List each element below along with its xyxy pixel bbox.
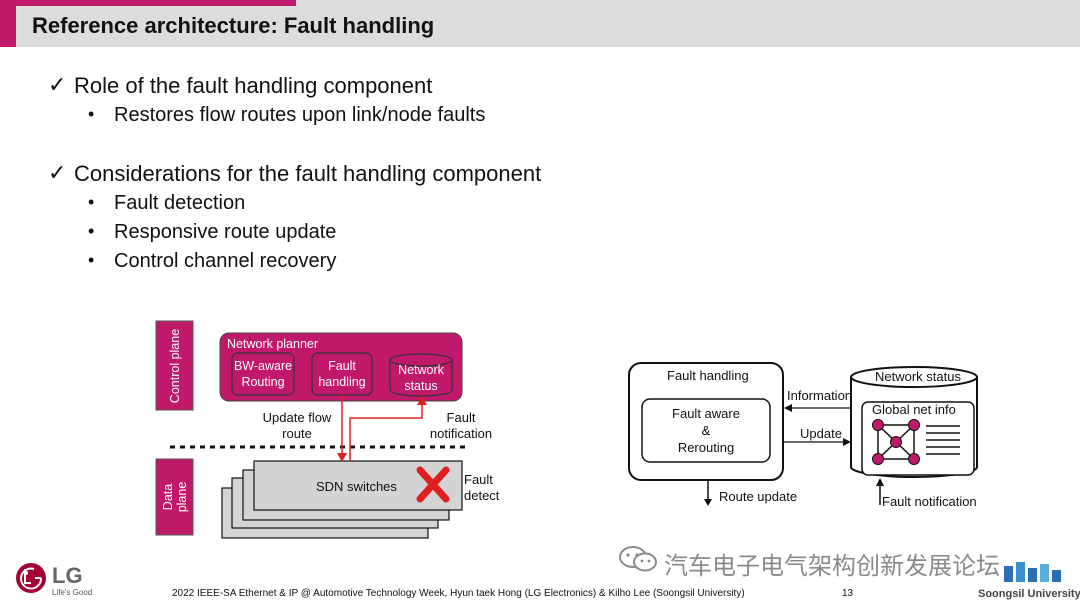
slide-title: Reference architecture: Fault handling — [32, 13, 435, 38]
section-heading: Role of the fault handling component — [74, 73, 433, 98]
network-planner-label: Network planner — [227, 337, 319, 351]
wechat-logo-icon — [619, 546, 657, 572]
data-plane-box — [155, 458, 194, 536]
bullet-icon: • — [88, 221, 95, 241]
bullet-item: Control channel recovery — [114, 250, 337, 272]
sdn-switches-box — [253, 460, 463, 511]
control-plane-box — [155, 320, 194, 411]
bullet-icon: • — [88, 192, 95, 212]
ampersand-label: & — [701, 423, 711, 438]
network-graph-icon — [872, 419, 920, 465]
fault-aware-rerouting-box — [641, 398, 771, 463]
data-plane-label: Data plane — [160, 481, 189, 513]
fault-detect-label: Fault detect — [464, 472, 500, 503]
fault-notification-label: Fault notification — [882, 494, 977, 509]
lg-tagline: Life's Good — [52, 588, 93, 597]
control-plane-label: Control plane — [167, 328, 182, 403]
network-status-cylinder — [389, 360, 453, 397]
bullet-item: Responsive route update — [114, 221, 337, 243]
control-plane-label-wrap: Control plane — [156, 321, 193, 410]
checkmark-icon: ✓ — [48, 160, 67, 185]
title-accent-line — [16, 0, 296, 6]
update-arrow — [843, 438, 851, 446]
route-update-label: Route update — [719, 489, 798, 504]
bullet-item: Restores flow routes upon link/node faul… — [114, 104, 486, 126]
soongsil-logo-icon — [1004, 562, 1061, 582]
title-accent-bar — [0, 0, 16, 47]
page-number: 13 — [842, 588, 854, 599]
lg-logo-text: LG — [52, 563, 83, 588]
lg-logo-icon — [16, 563, 46, 593]
section-heading: Considerations for the fault handling co… — [74, 161, 542, 186]
fault-handling-title: Fault handling — [667, 368, 749, 383]
bullet-icon: • — [88, 250, 95, 270]
fault-x-icon — [416, 466, 450, 503]
lg-logo: LG Life's Good — [14, 561, 104, 601]
update-flow-route-label: Update flow route — [262, 410, 332, 441]
right-diagram-shapes — [628, 362, 978, 506]
text-lines-icon — [926, 425, 960, 455]
global-net-info-box — [861, 401, 975, 476]
watermark-text: 汽车电子电气架构创新发展论坛 — [664, 552, 1000, 580]
data-plane-label-wrap: Data plane — [156, 459, 193, 535]
university-name: Soongsil University — [978, 588, 1080, 600]
route-update-arrow — [704, 499, 712, 506]
bullet-item: Fault detection — [114, 192, 246, 214]
title-bar — [0, 0, 1080, 47]
checkmark-icon: ✓ — [48, 72, 67, 97]
information-arrow — [784, 404, 792, 412]
soongsil-logo: Soongsil University — [978, 558, 1080, 604]
bullet-icon: • — [88, 104, 95, 124]
fault-notification-arrow — [876, 478, 884, 486]
rerouting-label: Rerouting — [677, 440, 735, 455]
sdn-switches-label: SDN switches — [316, 479, 397, 494]
fault-notification-label: Fault notification — [429, 410, 493, 441]
footer-citation: 2022 IEEE-SA Ethernet & IP @ Automotive … — [172, 588, 745, 599]
bw-aware-routing-box — [231, 352, 295, 396]
bw-aware-routing-label: BW-aware Routing — [233, 359, 293, 389]
fault-notification-arrow — [349, 404, 423, 461]
fault-aware-label: Fault aware — [672, 406, 740, 421]
left-architecture-diagram: Control plane Data plane Network planner… — [150, 318, 520, 543]
right-architecture-diagram: Fault handling Fault aware & Rerouting R… — [620, 355, 1000, 515]
information-label: Information — [787, 388, 853, 403]
fault-handling-label: Fault handling — [318, 359, 366, 389]
network-status-title: Network status — [875, 369, 961, 384]
wechat-icon — [617, 544, 659, 579]
global-net-info-label: Global net info — [872, 402, 956, 417]
left-diagram-shapes — [155, 320, 466, 539]
update-label: Update — [800, 426, 842, 441]
network-status-label: Network status — [398, 363, 444, 393]
